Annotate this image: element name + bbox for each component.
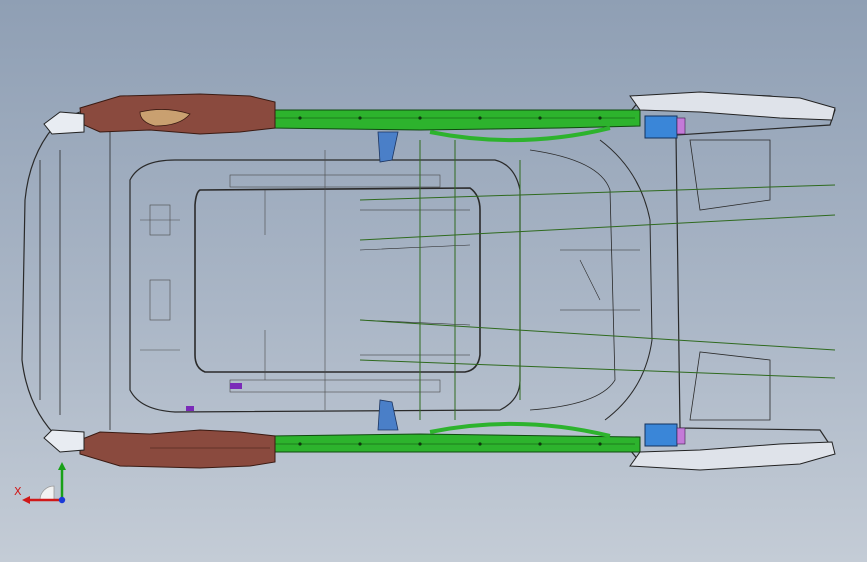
x-axis-label: X xyxy=(14,485,22,498)
mount-bracket-upper[interactable] xyxy=(644,115,686,139)
coordinate-triad: X xyxy=(14,462,66,504)
side-rail-upper[interactable] xyxy=(269,109,641,131)
mount-bracket-lower[interactable] xyxy=(644,423,686,447)
harness-lines xyxy=(359,140,836,420)
rail-bolts xyxy=(298,116,602,446)
body-outline xyxy=(21,93,836,467)
b-pillar-brackets xyxy=(377,131,399,431)
y-axis-head xyxy=(58,462,66,470)
interior-details xyxy=(140,150,441,410)
front-rail-upper[interactable] xyxy=(79,93,276,135)
highlight-parts xyxy=(186,383,242,411)
triad-plane xyxy=(39,485,55,501)
rear-extensions xyxy=(629,91,836,471)
front-caps xyxy=(43,111,85,453)
x-axis-head xyxy=(22,496,30,504)
z-axis-dot xyxy=(58,496,66,504)
front-rail-lower[interactable] xyxy=(79,429,276,469)
rear-diagonal-rails xyxy=(429,126,611,438)
side-rail-lower[interactable] xyxy=(269,433,641,453)
